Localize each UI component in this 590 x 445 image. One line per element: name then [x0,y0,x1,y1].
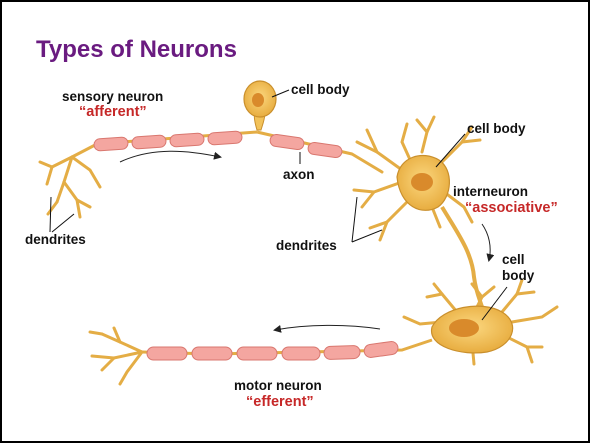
efferent-label: “efferent” [246,395,314,410]
interneuron-cell-body-label: cell body [467,121,526,136]
sensory-neuron-label: sensory neuron [62,89,163,104]
axon-label: axon [283,167,315,182]
interneuron [352,117,482,307]
dendrites-middle-label: dendrites [276,238,337,253]
sensory-dendrites [40,144,100,217]
afferent-label: “afferent” [79,105,147,120]
motor-cell-body-label-line1: cell [502,252,525,267]
motor-axon-terminals [90,328,142,384]
interneuron-label: interneuron [453,184,528,199]
motor-neuron-label: motor neuron [234,378,322,393]
associative-label: “associative” [465,201,558,216]
sensory-cell-body-label: cell body [291,82,350,97]
motor-cell-body-label-line2: body [502,268,534,283]
dendrites-left-label: dendrites [25,232,86,247]
motor-neuron [90,280,557,384]
